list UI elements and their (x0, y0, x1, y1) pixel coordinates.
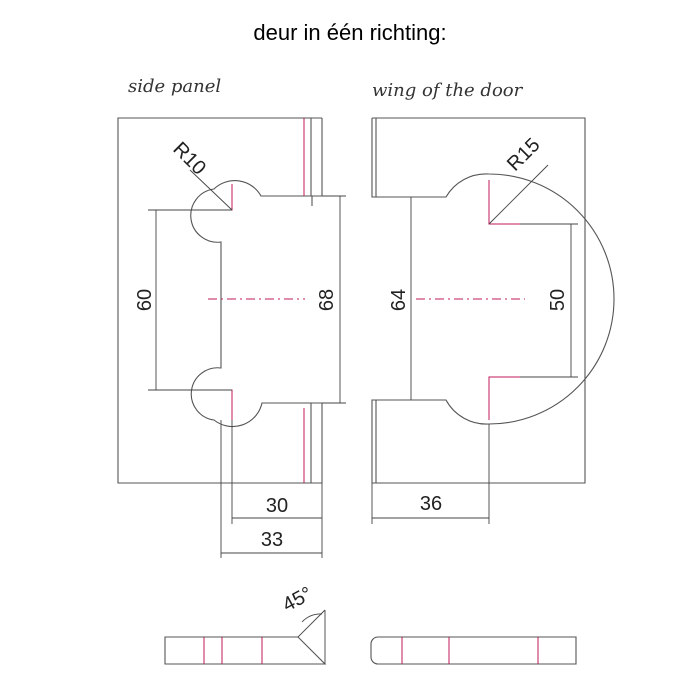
dimension-label-64: 64 (388, 289, 410, 311)
door-wing-drawing: R15 64 50 36 (371, 117, 615, 524)
lobe-center-mark (205, 389, 233, 420)
lobe-center-mark (488, 376, 520, 420)
radius-leader (189, 169, 233, 211)
caption-side-panel: side panel (128, 76, 221, 97)
dimension-label-30: 30 (266, 495, 288, 517)
page-title: deur in één richting: (253, 20, 447, 45)
side-panel-cutout (190, 118, 323, 483)
section-outline (164, 636, 327, 665)
lobe-center-mark (488, 180, 520, 225)
side-panel-drawing: R10 60 68 30 33 (117, 117, 346, 558)
door-wing-cutout (371, 118, 615, 483)
caption-wing-of-door: wing of the door (372, 80, 524, 101)
dimension-label-50: 50 (547, 289, 569, 311)
dimension-label-33: 33 (261, 529, 283, 551)
angle-arc (301, 613, 323, 623)
radius-label-r10: R10 (168, 138, 210, 180)
door-wing-outline (372, 117, 586, 484)
dimension-label-68: 68 (316, 289, 338, 311)
side-panel-section: 45° (164, 583, 327, 665)
radius-label-r15: R15 (503, 134, 545, 176)
angle-label-45: 45° (279, 583, 316, 617)
door-wing-section (370, 636, 577, 665)
dimension-label-36: 36 (420, 493, 442, 515)
radius-leader (488, 164, 549, 225)
angle-leg (297, 609, 326, 638)
side-panel-outline (117, 117, 322, 484)
section-outline (370, 636, 577, 665)
dimension-label-60: 60 (134, 289, 156, 311)
